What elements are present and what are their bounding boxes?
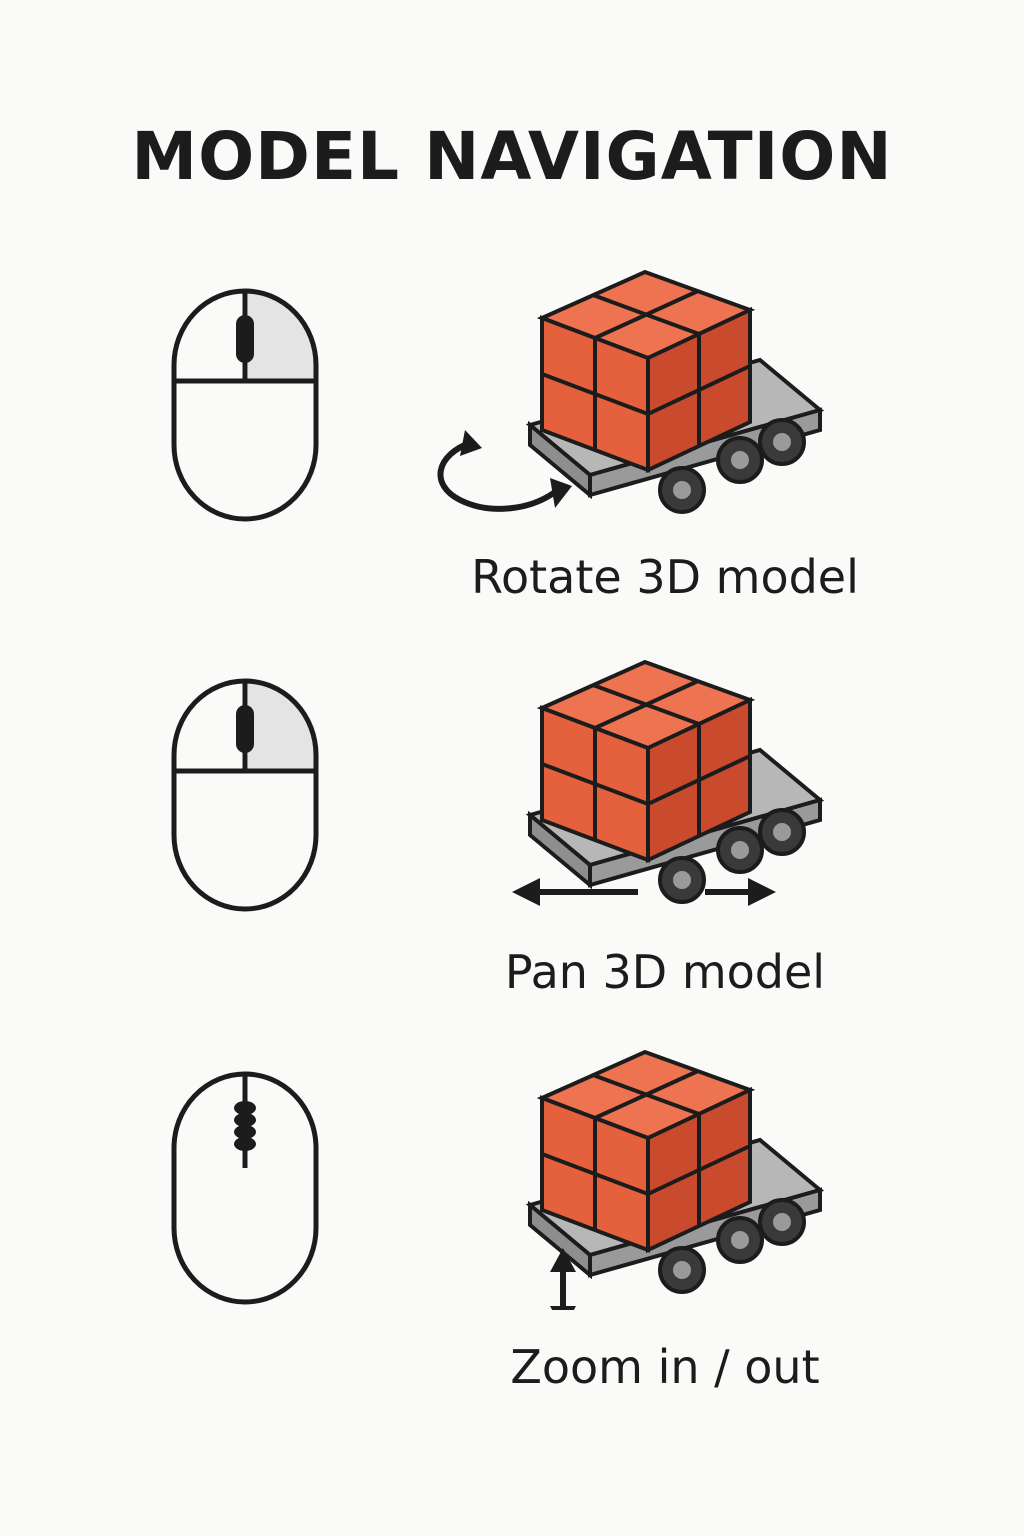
pallet-cube-model [512, 659, 825, 906]
mouse-right-click-icon [171, 678, 319, 912]
pan-row: Pan 3D model [0, 650, 1024, 1030]
pallet-cube-model [437, 269, 825, 514]
pan-caption: Pan 3D model [504, 945, 826, 999]
zoom-row: Zoom in / out [0, 1040, 1024, 1420]
up-down-arrow-icon [550, 1248, 576, 1310]
left-right-arrow-icon [512, 878, 776, 906]
rotate-caption: Rotate 3D model [471, 550, 859, 604]
zoom-caption: Zoom in / out [510, 1340, 820, 1394]
mouse-right-click-icon [171, 288, 319, 522]
curved-rotate-arrow-icon [437, 430, 572, 512]
mouse-scroll-wheel-icon [171, 1071, 319, 1305]
rotate-row: Rotate 3D model [0, 260, 1024, 640]
page-title: MODEL NAVIGATION [131, 118, 893, 195]
pallet-cube-model [525, 1049, 825, 1310]
